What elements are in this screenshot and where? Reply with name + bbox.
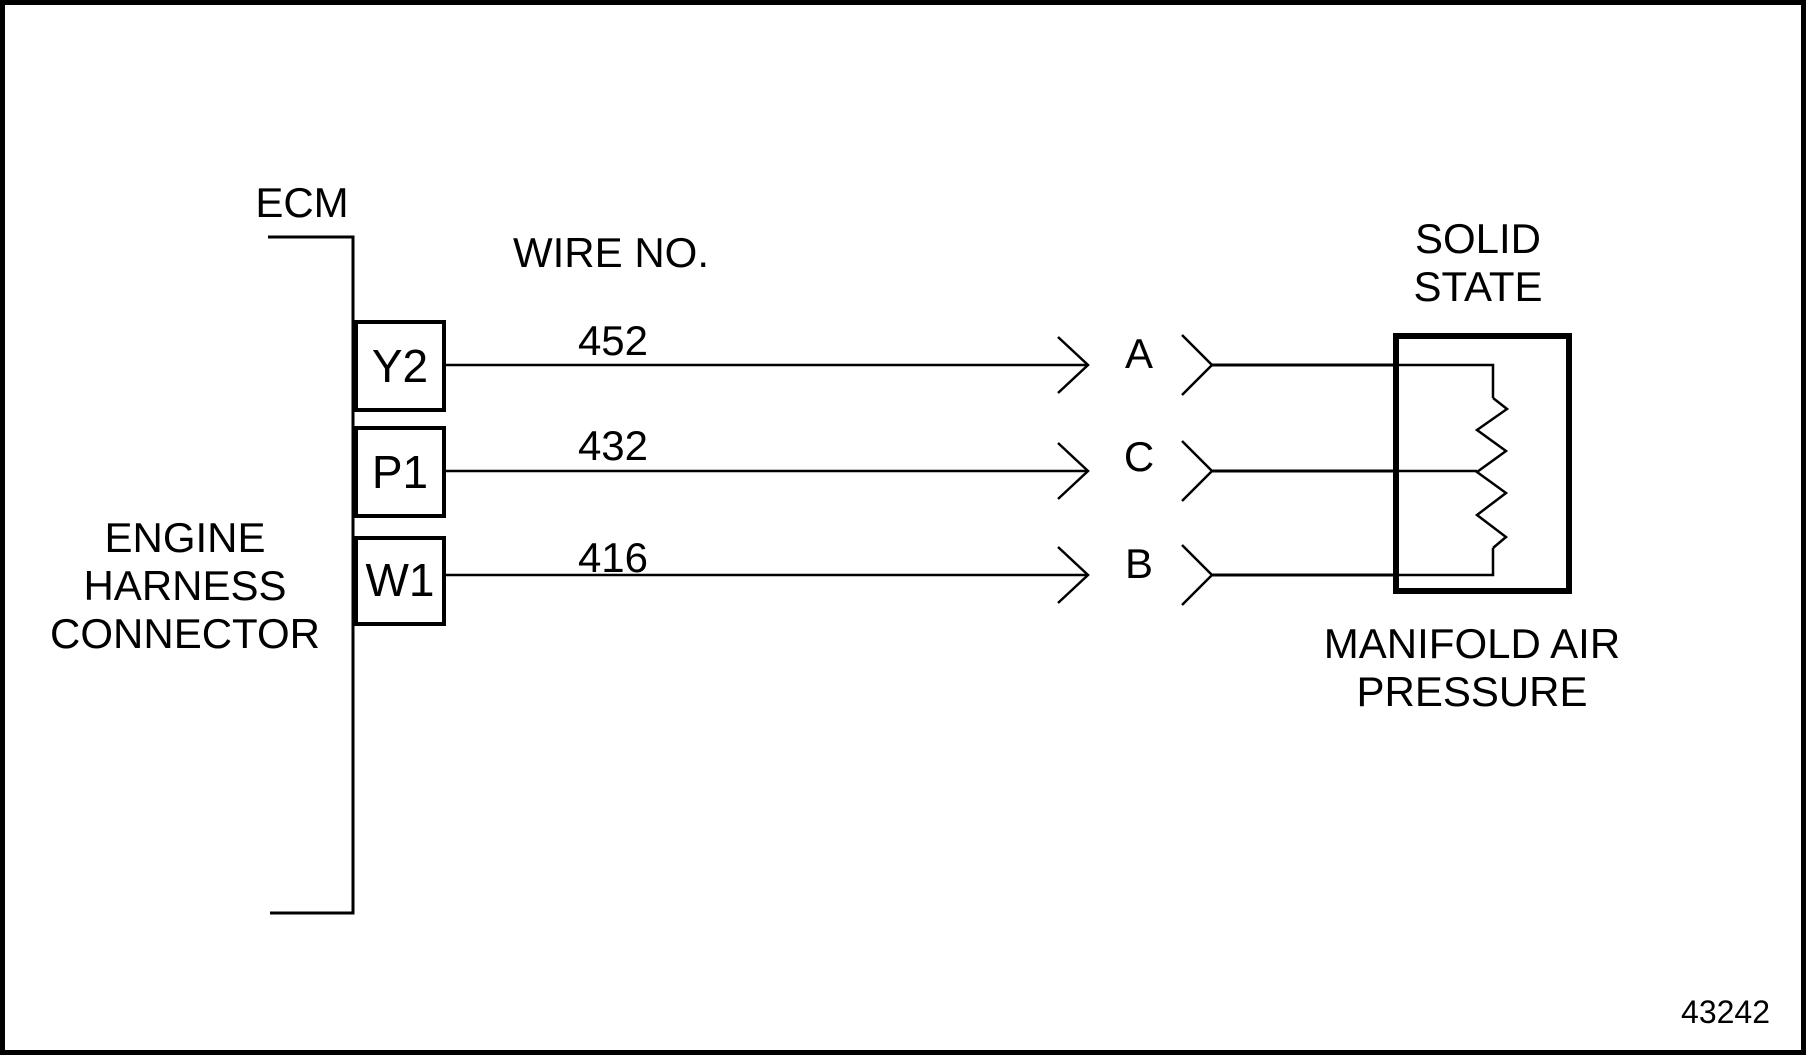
- device-internal-wire-b: [1396, 548, 1495, 577]
- ecm-bracket-line: [268, 235, 355, 915]
- ecm-label: ECM: [255, 179, 349, 226]
- engine-harness-connector-line3: CONNECTOR: [50, 610, 320, 657]
- terminal-letter-c: C: [1123, 433, 1155, 480]
- solid-state-label-line2: STATE: [1413, 263, 1543, 310]
- engine-harness-connector-line1: ENGINE: [104, 514, 266, 561]
- wire-number-416: 416: [577, 534, 649, 581]
- pin-label-w1: W1: [365, 554, 435, 606]
- terminal-letter-b: B: [1124, 540, 1153, 587]
- wire-452-arrowhead-icon: [1057, 336, 1090, 394]
- device-internal-wire-a: [1396, 363, 1495, 398]
- pin-box-p1: [354, 426, 446, 518]
- wire-no-header: WIRE NO.: [513, 229, 709, 276]
- manifold-air-pressure-label: MANIFOLD AIR PRESSURE: [1302, 620, 1642, 716]
- wire-number-452: 452: [577, 317, 649, 364]
- wire-416-arrowhead-icon: [1057, 546, 1090, 604]
- terminal-letter-a: A: [1124, 330, 1153, 377]
- solid-state-label-line1: SOLID: [1414, 215, 1542, 262]
- engine-harness-connector-label: ENGINE HARNESS CONNECTOR: [35, 514, 335, 658]
- manifold-air-pressure-line2: PRESSURE: [1356, 668, 1588, 715]
- resistor-zigzag-icon: [1474, 397, 1510, 549]
- manifold-air-pressure-line1: MANIFOLD AIR: [1323, 620, 1621, 667]
- figure-number: 43242: [1681, 994, 1770, 1030]
- solid-state-box-outline: [1393, 333, 1572, 594]
- pin-label-p1: P1: [371, 446, 429, 498]
- wire-number-432: 432: [577, 422, 649, 469]
- engine-harness-connector-line2: HARNESS: [83, 562, 287, 609]
- pin-label-y2: Y2: [371, 340, 429, 392]
- wire-432-arrowhead-icon: [1057, 442, 1090, 500]
- solid-state-label: SOLID STATE: [1358, 215, 1598, 311]
- pin-box-w1: [354, 536, 446, 626]
